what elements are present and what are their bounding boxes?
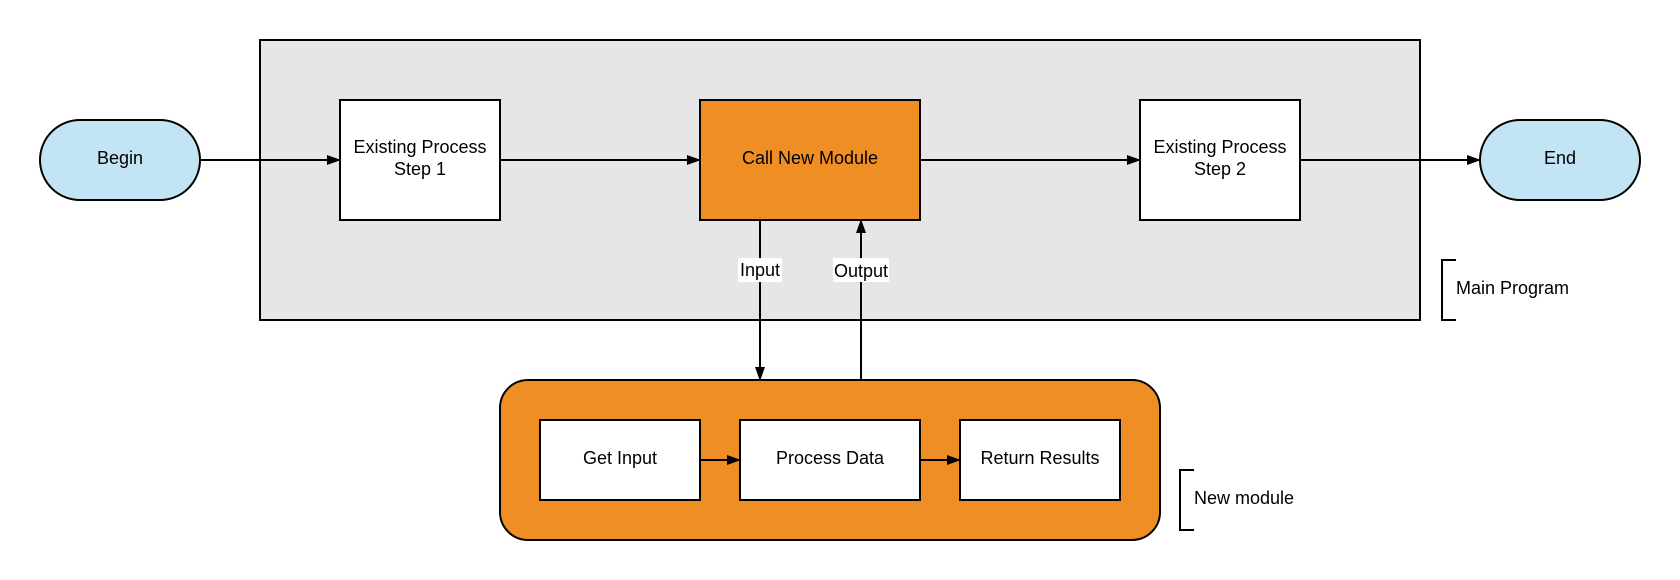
begin-label: Begin xyxy=(97,148,143,168)
new-module-bracket xyxy=(1179,469,1194,531)
new-module-label: New module xyxy=(1194,488,1294,508)
step2-label-line2: Step 2 xyxy=(1194,159,1246,179)
edge-label-output: Output xyxy=(834,261,888,281)
call-new-module-node[interactable]: Call New Module xyxy=(699,99,921,221)
main-program-bracket xyxy=(1441,259,1456,321)
step1-label-line1: Existing Process xyxy=(353,137,486,157)
get-input-label: Get Input xyxy=(583,448,657,468)
step2-node[interactable]: Existing Process Step 2 xyxy=(1139,99,1301,221)
process-data-label: Process Data xyxy=(776,448,885,468)
process-data-node[interactable]: Process Data xyxy=(739,419,921,501)
step2-label-line1: Existing Process xyxy=(1153,137,1286,157)
begin-node[interactable]: Begin xyxy=(39,119,201,201)
main-program-label: Main Program xyxy=(1456,278,1569,298)
step1-label-line2: Step 1 xyxy=(394,159,446,179)
return-results-node[interactable]: Return Results xyxy=(959,419,1121,501)
end-label: End xyxy=(1544,148,1576,168)
return-results-label: Return Results xyxy=(980,448,1099,468)
edge-label-input: Input xyxy=(740,260,780,280)
step1-node[interactable]: Existing Process Step 1 xyxy=(339,99,501,221)
end-node[interactable]: End xyxy=(1479,119,1641,201)
get-input-node[interactable]: Get Input xyxy=(539,419,701,501)
call-new-module-label: Call New Module xyxy=(742,148,878,168)
